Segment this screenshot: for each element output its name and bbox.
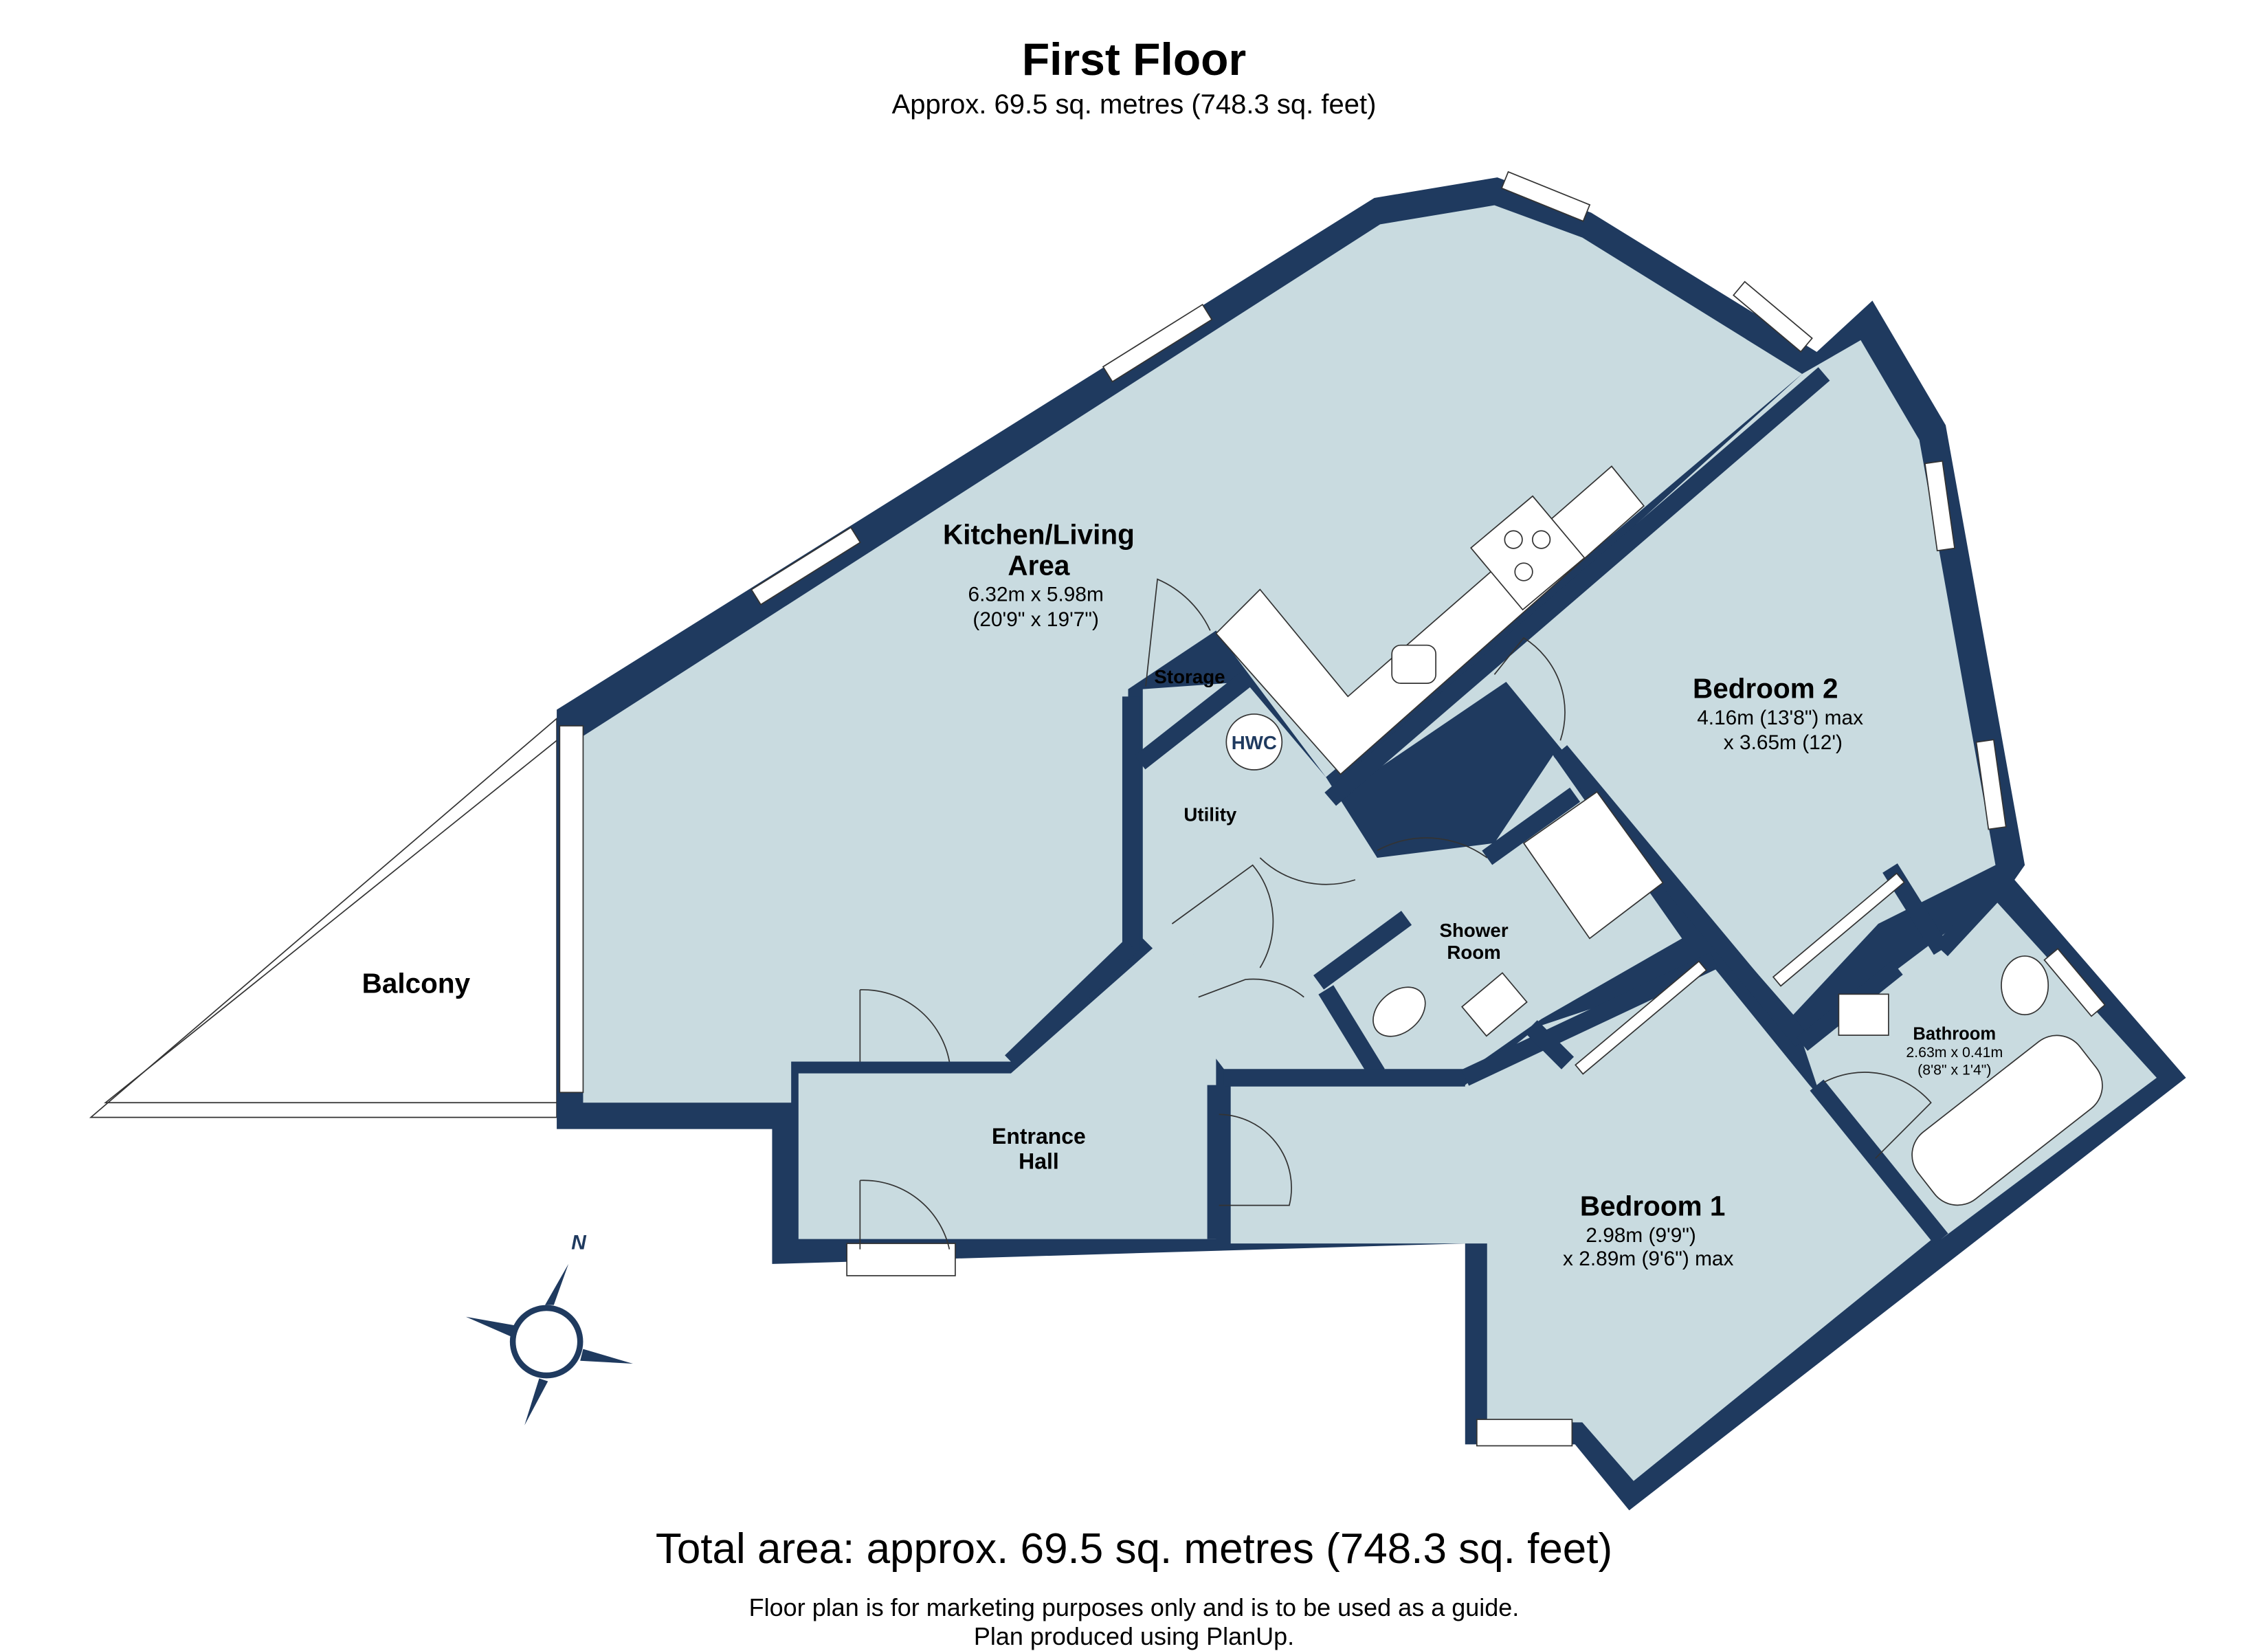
kitchen-living-floor [583, 205, 1803, 1103]
window-bathroom [2043, 948, 2106, 1017]
bedroom2-floor [1333, 340, 1996, 1015]
window-entrance [846, 1243, 956, 1276]
door-storage [1145, 578, 1211, 687]
window-bedroom1 [1476, 1419, 1573, 1447]
door-kitchen-hall [859, 989, 950, 1062]
window-kitchen-2 [1102, 303, 1213, 383]
shower-name-2: Room [1447, 942, 1501, 963]
window-balcony-door [559, 725, 584, 1094]
door-hall-wc [1198, 978, 1304, 998]
page-title: First Floor [1021, 34, 1247, 85]
bathroom-dim-metric: 2.63m x 0.41m [1906, 1044, 2003, 1061]
kitchen-name-1: Kitchen/Living [943, 518, 1135, 550]
bathroom-toilet [2001, 955, 2049, 1016]
window-bedroom2-2 [1975, 739, 2007, 830]
balcony-name: Balcony [362, 967, 471, 999]
door-bedroom1 [1219, 1113, 1292, 1206]
door-utility [1259, 857, 1356, 885]
entrance-name-1: Entrance [992, 1124, 1086, 1149]
door-bathroom [1823, 1072, 1932, 1159]
window-kitchen-1 [751, 527, 861, 606]
total-area: Total area: approx. 69.5 sq. metres (748… [655, 1525, 1613, 1573]
bedroom1-dim-1: 2.98m (9'9") [1586, 1224, 1696, 1247]
window-kitchen-3 [1500, 170, 1591, 222]
hob [1470, 495, 1586, 611]
bedroom1-floor [1230, 968, 1942, 1481]
bedroom1-name: Bedroom 1 [1580, 1190, 1725, 1222]
shower-room-basin [1461, 972, 1528, 1037]
compass-icon: N [465, 1232, 633, 1426]
kitchen-counter [1215, 465, 1645, 775]
room-labels: Kitchen/Living Area 6.32m x 5.98m (20'9"… [362, 518, 2003, 1270]
bathroom-basin [1838, 993, 1889, 1036]
door-swings [859, 578, 1932, 1250]
door-bedroom2 [1493, 636, 1566, 741]
door-utility-2 [1171, 864, 1274, 968]
utility-name: Utility [1183, 804, 1237, 826]
storage-name: Storage [1154, 666, 1225, 687]
kitchen-sink [1391, 644, 1436, 684]
bathroom-name: Bathroom [1913, 1025, 1996, 1044]
wardrobe-bedroom1 [1575, 960, 1708, 1075]
door-entrance [859, 1179, 950, 1250]
credit: Plan produced using PlanUp. [973, 1622, 1295, 1650]
hot-water-cylinder: HWC [1225, 713, 1283, 771]
disclaimer: Floor plan is for marketing purposes onl… [748, 1593, 1520, 1621]
page-subtitle: Approx. 69.5 sq. metres (748.3 sq. feet) [891, 89, 1377, 120]
kitchen-dim-imperial: (20'9" x 19'7") [972, 608, 1098, 631]
kitchen-name-2: Area [1008, 549, 1070, 581]
outer-walls [557, 177, 2186, 1511]
door-shower [1377, 837, 1488, 858]
window-bedroom2-1 [1924, 460, 1956, 552]
entrance-name-2: Hall [1019, 1149, 1059, 1173]
bedroom2-name: Bedroom 2 [1693, 672, 1838, 704]
compass-north-label: N [571, 1232, 587, 1254]
kitchen-dim-metric: 6.32m x 5.98m [968, 584, 1104, 606]
balcony [89, 717, 557, 1118]
bathroom-fixtures [1838, 955, 2103, 1206]
hwc-label: HWC [1232, 732, 1277, 753]
bedroom2-dim-1: 4.16m (13'8") max [1697, 707, 1863, 729]
windows [559, 170, 2106, 1447]
wardrobe-bedroom2 [1772, 872, 1905, 987]
bedroom1-dim-2: x 2.89m (9'6") max [1563, 1248, 1733, 1270]
shower-room-toilet [1372, 986, 1426, 1037]
bathroom-dim-imperial: (8'8" x 1'4") [1917, 1062, 1991, 1078]
bedroom2-dim-2: x 3.65m (12') [1724, 731, 1843, 754]
entrance-hall-floor [798, 931, 1216, 1239]
bath-tub [1911, 1034, 2103, 1206]
shower-name-1: Shower [1440, 920, 1509, 941]
shower-tray [1522, 790, 1664, 940]
window-kitchen-4 [1733, 280, 1813, 353]
